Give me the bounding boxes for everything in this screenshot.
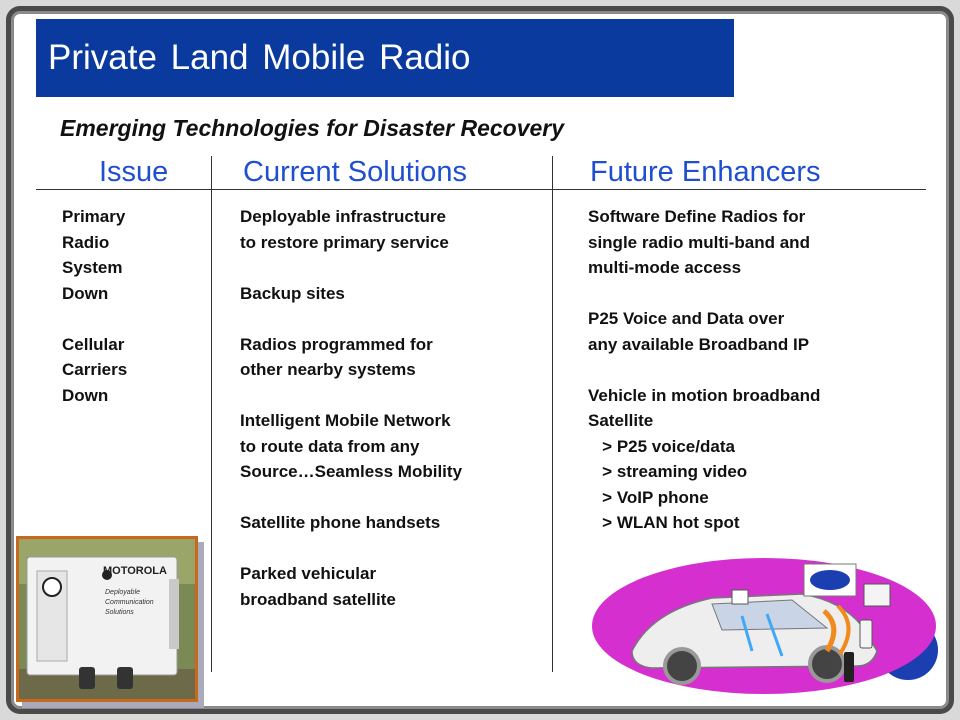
enhancer-line [588,357,820,383]
solution-line [240,485,462,511]
enhancer-line [588,281,820,307]
trailer-caption-1: Deployable [105,589,141,596]
issue-line [62,306,127,332]
car-window-icon [711,599,829,631]
trailer-caption-2: Communication [105,599,154,606]
enhancer-line: > streaming video [588,462,748,481]
solution-line: other nearby systems [240,360,416,379]
column-divider-right [552,156,553,672]
enhancer-line: single radio multi-band and [588,232,810,252]
title-bar: Private Land Mobile Radio [36,19,734,97]
trailer-illustration [19,539,195,699]
issue-line: Carriers [62,360,128,379]
enhancer-line: > VoIP phone [588,487,709,507]
enhancers-header: Future Enhancers [590,156,821,188]
solution-line: Deployable infrastructure [240,207,446,226]
slide-subtitle: Emerging Technologies for Disaster Recov… [60,115,565,141]
issue-header: Issue [99,156,169,188]
enhancer-line: Satellite [588,411,654,430]
enhancer-line: Software Define Radios for [588,207,806,226]
solution-line: Backup sites [240,283,345,303]
trailer-photo: MOTOROLA Deployable Communication Soluti… [16,536,198,702]
issue-line: Down [62,385,109,405]
header-divider [36,189,926,190]
solution-line [240,383,462,409]
enhancer-line: multi-mode access [588,258,742,277]
solution-line: to restore primary service [240,232,449,252]
slide-title: Private Land Mobile Radio [48,38,471,77]
solution-list: Deployable infrastructure to restore prim… [240,204,462,612]
enhancer-list: Software Define Radios for single radio m… [588,204,820,536]
signal-path-icon [740,615,754,652]
pda-icon [859,619,873,649]
solution-line: to route data from any [240,436,420,456]
solution-line [240,536,462,562]
issue-line: Down [62,283,109,303]
enhancer-line: > WLAN hot spot [588,513,740,532]
issue-line: System [62,258,123,277]
solution-line: Intelligent Mobile Network [240,411,451,430]
solutions-header: Current Solutions [243,156,468,188]
laptop-icon [863,583,891,607]
issue-line: Radio [62,232,110,252]
solution-line: Satellite phone handsets [240,513,441,532]
solution-line: Source…Seamless Mobility [240,462,463,481]
solution-line [240,255,462,281]
issue-line: Primary [62,207,126,226]
enhancer-line: P25 Voice and Data over [588,309,785,328]
solution-line: Radios programmed for [240,334,433,354]
handheld-radio-icon [844,652,854,682]
trailer-brand: MOTOROLA [103,565,167,577]
front-wheel-icon [663,647,701,685]
vehicle-broadband-illustration [592,558,938,694]
roof-antenna-icon [731,589,749,605]
issue-line: Cellular [62,334,125,354]
enhancer-line: Vehicle in motion broadband [588,385,821,405]
solution-line [240,306,462,332]
solution-line: broadband satellite [240,589,396,609]
trailer-caption-3: Solutions [105,609,134,616]
slide: Private Land Mobile Radio Emerging Techn… [6,6,954,714]
column-divider-left [211,156,212,672]
enhancer-line: > P25 voice/data [588,436,735,456]
enhancer-line: any available Broadband IP [588,334,810,354]
wireless-wave-icon [822,609,837,653]
solution-line: Parked vehicular [240,564,377,583]
